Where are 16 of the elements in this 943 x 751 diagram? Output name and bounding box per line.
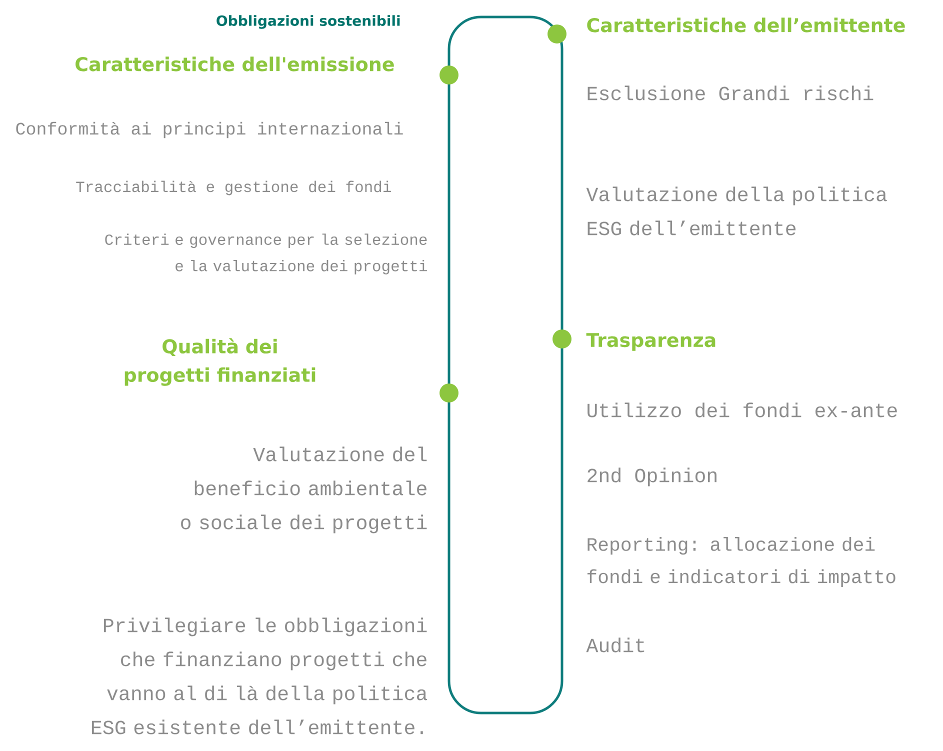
- item-text: Conformità ai principi internazionali: [16, 122, 403, 138]
- item-text: Criteri e governance per la selezione e la valutazione dei progetti: [105, 234, 427, 274]
- section-heading: Qualità dei progetti finanziati: [124, 338, 316, 386]
- item-text: Audit: [586, 638, 644, 652]
- item-text: Valutazione della politica ESG dell’emittente: [586, 186, 887, 236]
- item-text: Valutazione del beneficio ambientale o sociale dei progetti: [181, 446, 427, 534]
- item-text: Reporting: allocazione dei fondi e indicatori di impatto: [588, 536, 896, 587]
- title: Obbligazioni sostenibili: [216, 15, 400, 29]
- section-heading: Caratteristiche dell'emissione: [76, 56, 394, 72]
- section-heading: Caratteristiche dell’emittente: [587, 18, 905, 32]
- item-text: Privilegiare le obbligazioni che finanziano progetti che vanno al di là della politica ESG esistente dell’emittente.: [92, 618, 428, 734]
- section-heading: Trasparenza: [586, 333, 716, 351]
- item-text: 2nd Opinion: [588, 468, 716, 486]
- item-text: Esclusione Grandi rischi: [588, 86, 874, 100]
- item-text: Tracciabilità e gestione dei fondi: [76, 180, 391, 196]
- item-text: Utilizzo dei fondi ex-ante: [588, 402, 897, 418]
